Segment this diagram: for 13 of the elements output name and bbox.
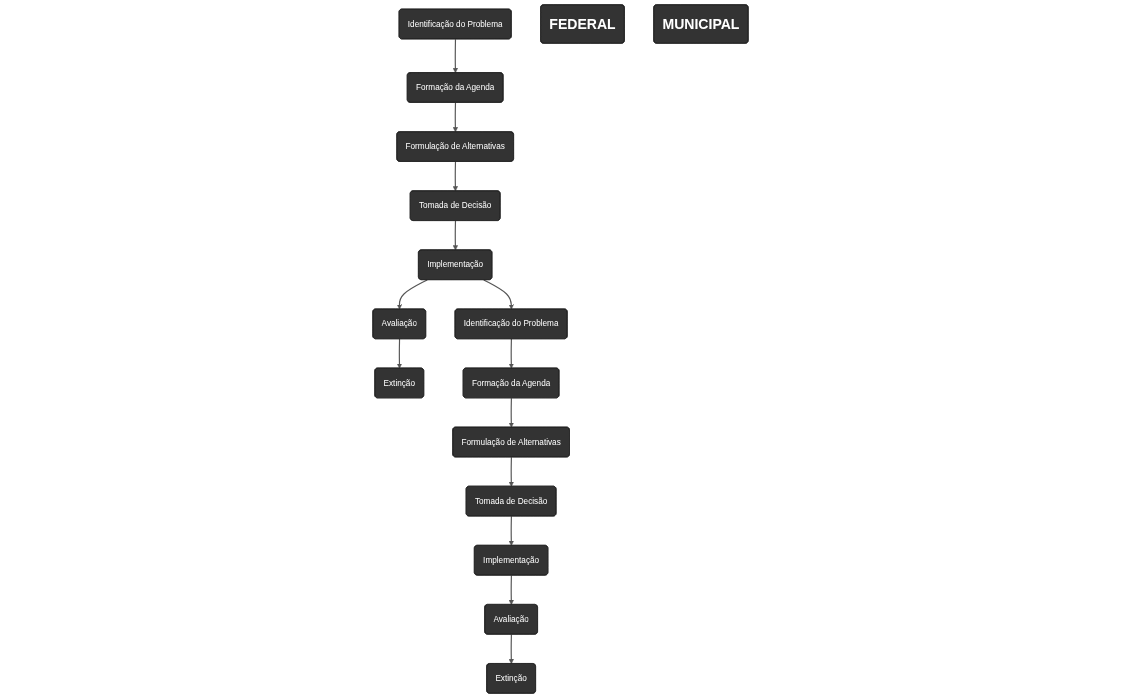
arrow	[452, 220, 458, 251]
arrow	[508, 397, 514, 428]
arrow	[396, 279, 428, 310]
arrow	[452, 38, 458, 74]
arrow	[508, 515, 514, 546]
arrow	[483, 279, 514, 310]
arrow	[452, 102, 458, 133]
arrow	[396, 338, 403, 369]
arrow	[508, 456, 514, 487]
arrow	[508, 338, 514, 369]
arrow	[452, 161, 458, 192]
arrow	[508, 574, 514, 605]
arrow	[508, 633, 514, 664]
